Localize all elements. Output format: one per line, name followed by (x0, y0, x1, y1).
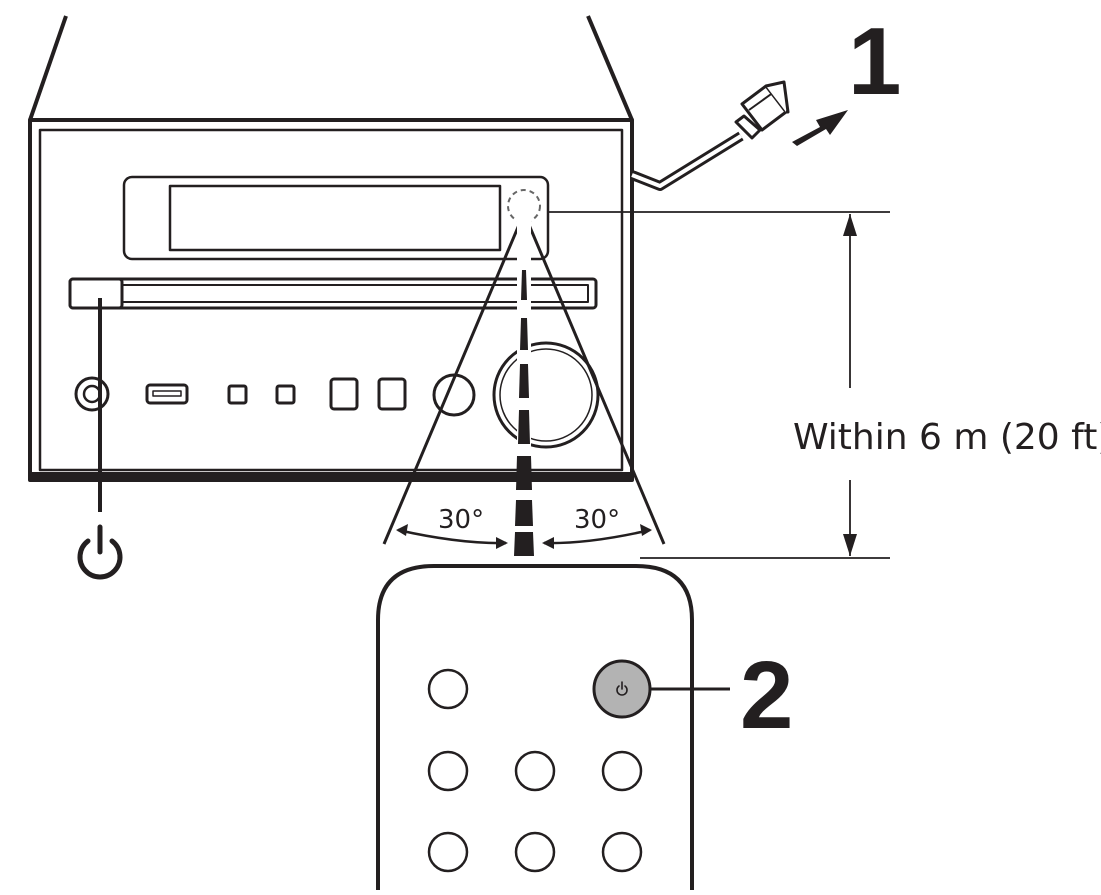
step-1-number: 1 (848, 8, 901, 115)
display-panel (122, 175, 550, 261)
remote-button (427, 668, 469, 710)
front-controls (74, 341, 600, 449)
remote-button (601, 831, 643, 873)
arrow-icon (792, 110, 848, 146)
remote-button (601, 750, 643, 792)
remote-button (514, 750, 556, 792)
power-plug-icon (630, 80, 790, 191)
remote-power-icon (616, 681, 628, 696)
remote-button (427, 831, 469, 873)
headphone-jack (74, 376, 110, 412)
square-button-2 (377, 377, 407, 411)
remote-button (427, 750, 469, 792)
angle-right-label: 30° (574, 505, 620, 535)
remote-button (514, 831, 556, 873)
angle-left-label: 30° (438, 505, 484, 535)
remote-sensor (507, 189, 541, 223)
usb-port (145, 383, 189, 405)
volume-knob (492, 341, 600, 449)
square-button-1 (329, 377, 359, 411)
step-2-number: 2 (740, 642, 793, 749)
angle-arcs (396, 524, 652, 549)
small-button-1 (227, 384, 248, 405)
center-beam (514, 270, 534, 556)
disc-tray (68, 277, 598, 310)
distance-label: Within 6 m (20 ft) (793, 417, 1101, 458)
main-unit (28, 15, 634, 512)
remote-control (376, 564, 730, 890)
distance-dimension (548, 211, 890, 559)
power-icon (77, 524, 123, 580)
small-button-2 (275, 384, 296, 405)
